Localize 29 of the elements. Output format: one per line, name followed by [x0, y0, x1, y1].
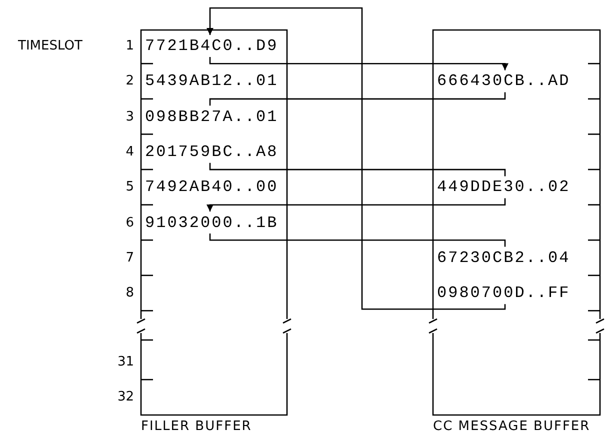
- arrow: [209, 57, 508, 70]
- slot-entry: 0980700D..FF: [434, 282, 570, 304]
- timeslot-number: 1: [126, 38, 134, 54]
- slot-entry: 666430CB..AD: [434, 70, 570, 92]
- timeslot-number: 2: [126, 74, 134, 89]
- slot-entry: 5439AB12..01: [142, 70, 278, 92]
- slot-entry: 7721B4C0..D9: [142, 35, 278, 57]
- connector-line: [209, 92, 506, 106]
- timeslot-number: 5: [126, 180, 134, 195]
- timeslot-number: 7: [126, 250, 134, 266]
- axis-title: TIMESLOT: [18, 38, 82, 54]
- timeslot-number: 8: [126, 286, 134, 301]
- connector-line: [209, 162, 506, 176]
- arrow: [206, 7, 506, 310]
- slot-entry: 91032000..1B: [142, 212, 278, 234]
- timeslot-number: 4: [126, 144, 134, 160]
- slot-entry: 201759BC..A8: [142, 140, 278, 163]
- timeslot-number: 3: [126, 109, 134, 124]
- timeslot-number: 31: [117, 354, 134, 370]
- connector-line: [209, 234, 506, 247]
- slot-entry: 67230CB2..04: [434, 246, 570, 269]
- slot-entry: 7492AB40..00: [142, 176, 278, 198]
- arrow: [206, 198, 506, 212]
- buffer-label: CC MESSAGE BUFFER: [433, 419, 590, 434]
- slot-entry: 449DDE30..02: [434, 176, 570, 198]
- timeslot-number: 32: [117, 390, 134, 404]
- slot-entry: 098BB27A..01: [142, 106, 278, 128]
- timeslot-number: 6: [126, 215, 134, 230]
- buffer-label: FILLER BUFFER: [141, 419, 252, 434]
